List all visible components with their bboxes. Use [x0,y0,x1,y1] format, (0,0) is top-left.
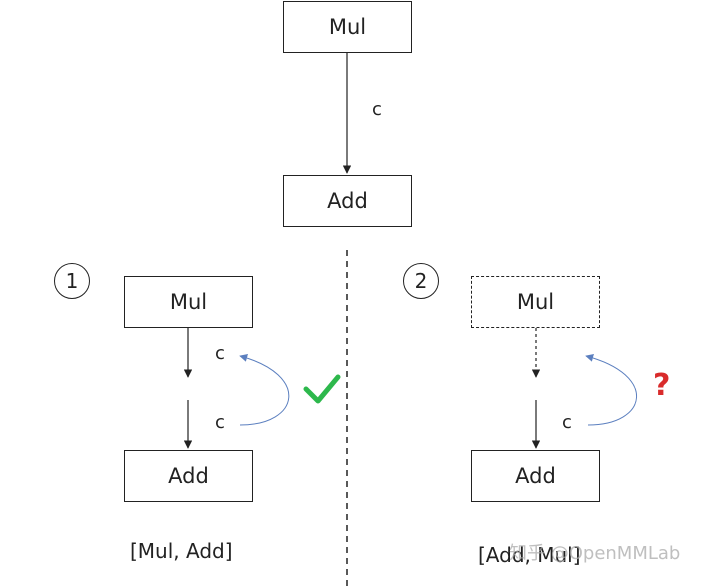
top-mul-node: Mul [283,1,412,53]
panel2-mul-node: Mul [471,276,600,328]
panel1-input-label: c [215,412,225,433]
panel1-number: 1 [54,263,90,299]
panel1-order-caption: [Mul, Add] [130,539,233,563]
panel2-add-node: Add [471,450,600,502]
panel2-order-caption: [Add, Mul] [478,543,581,567]
panel2-reuse-curve [585,353,637,426]
panel1-output-label: c [215,343,225,364]
checkmark-icon [303,374,341,404]
top-edge-label: c [372,99,382,120]
panel1-add-node: Add [124,450,253,502]
panel1-mul-node: Mul [124,276,253,328]
panel2-number: 2 [403,263,439,299]
watermark: 知乎 @OpenMMLab [509,543,681,564]
panel2-input-label: c [562,412,572,433]
top-add-node: Add [283,175,412,227]
question-mark-icon: ? [653,368,671,403]
panel1-reuse-curve [239,354,290,426]
